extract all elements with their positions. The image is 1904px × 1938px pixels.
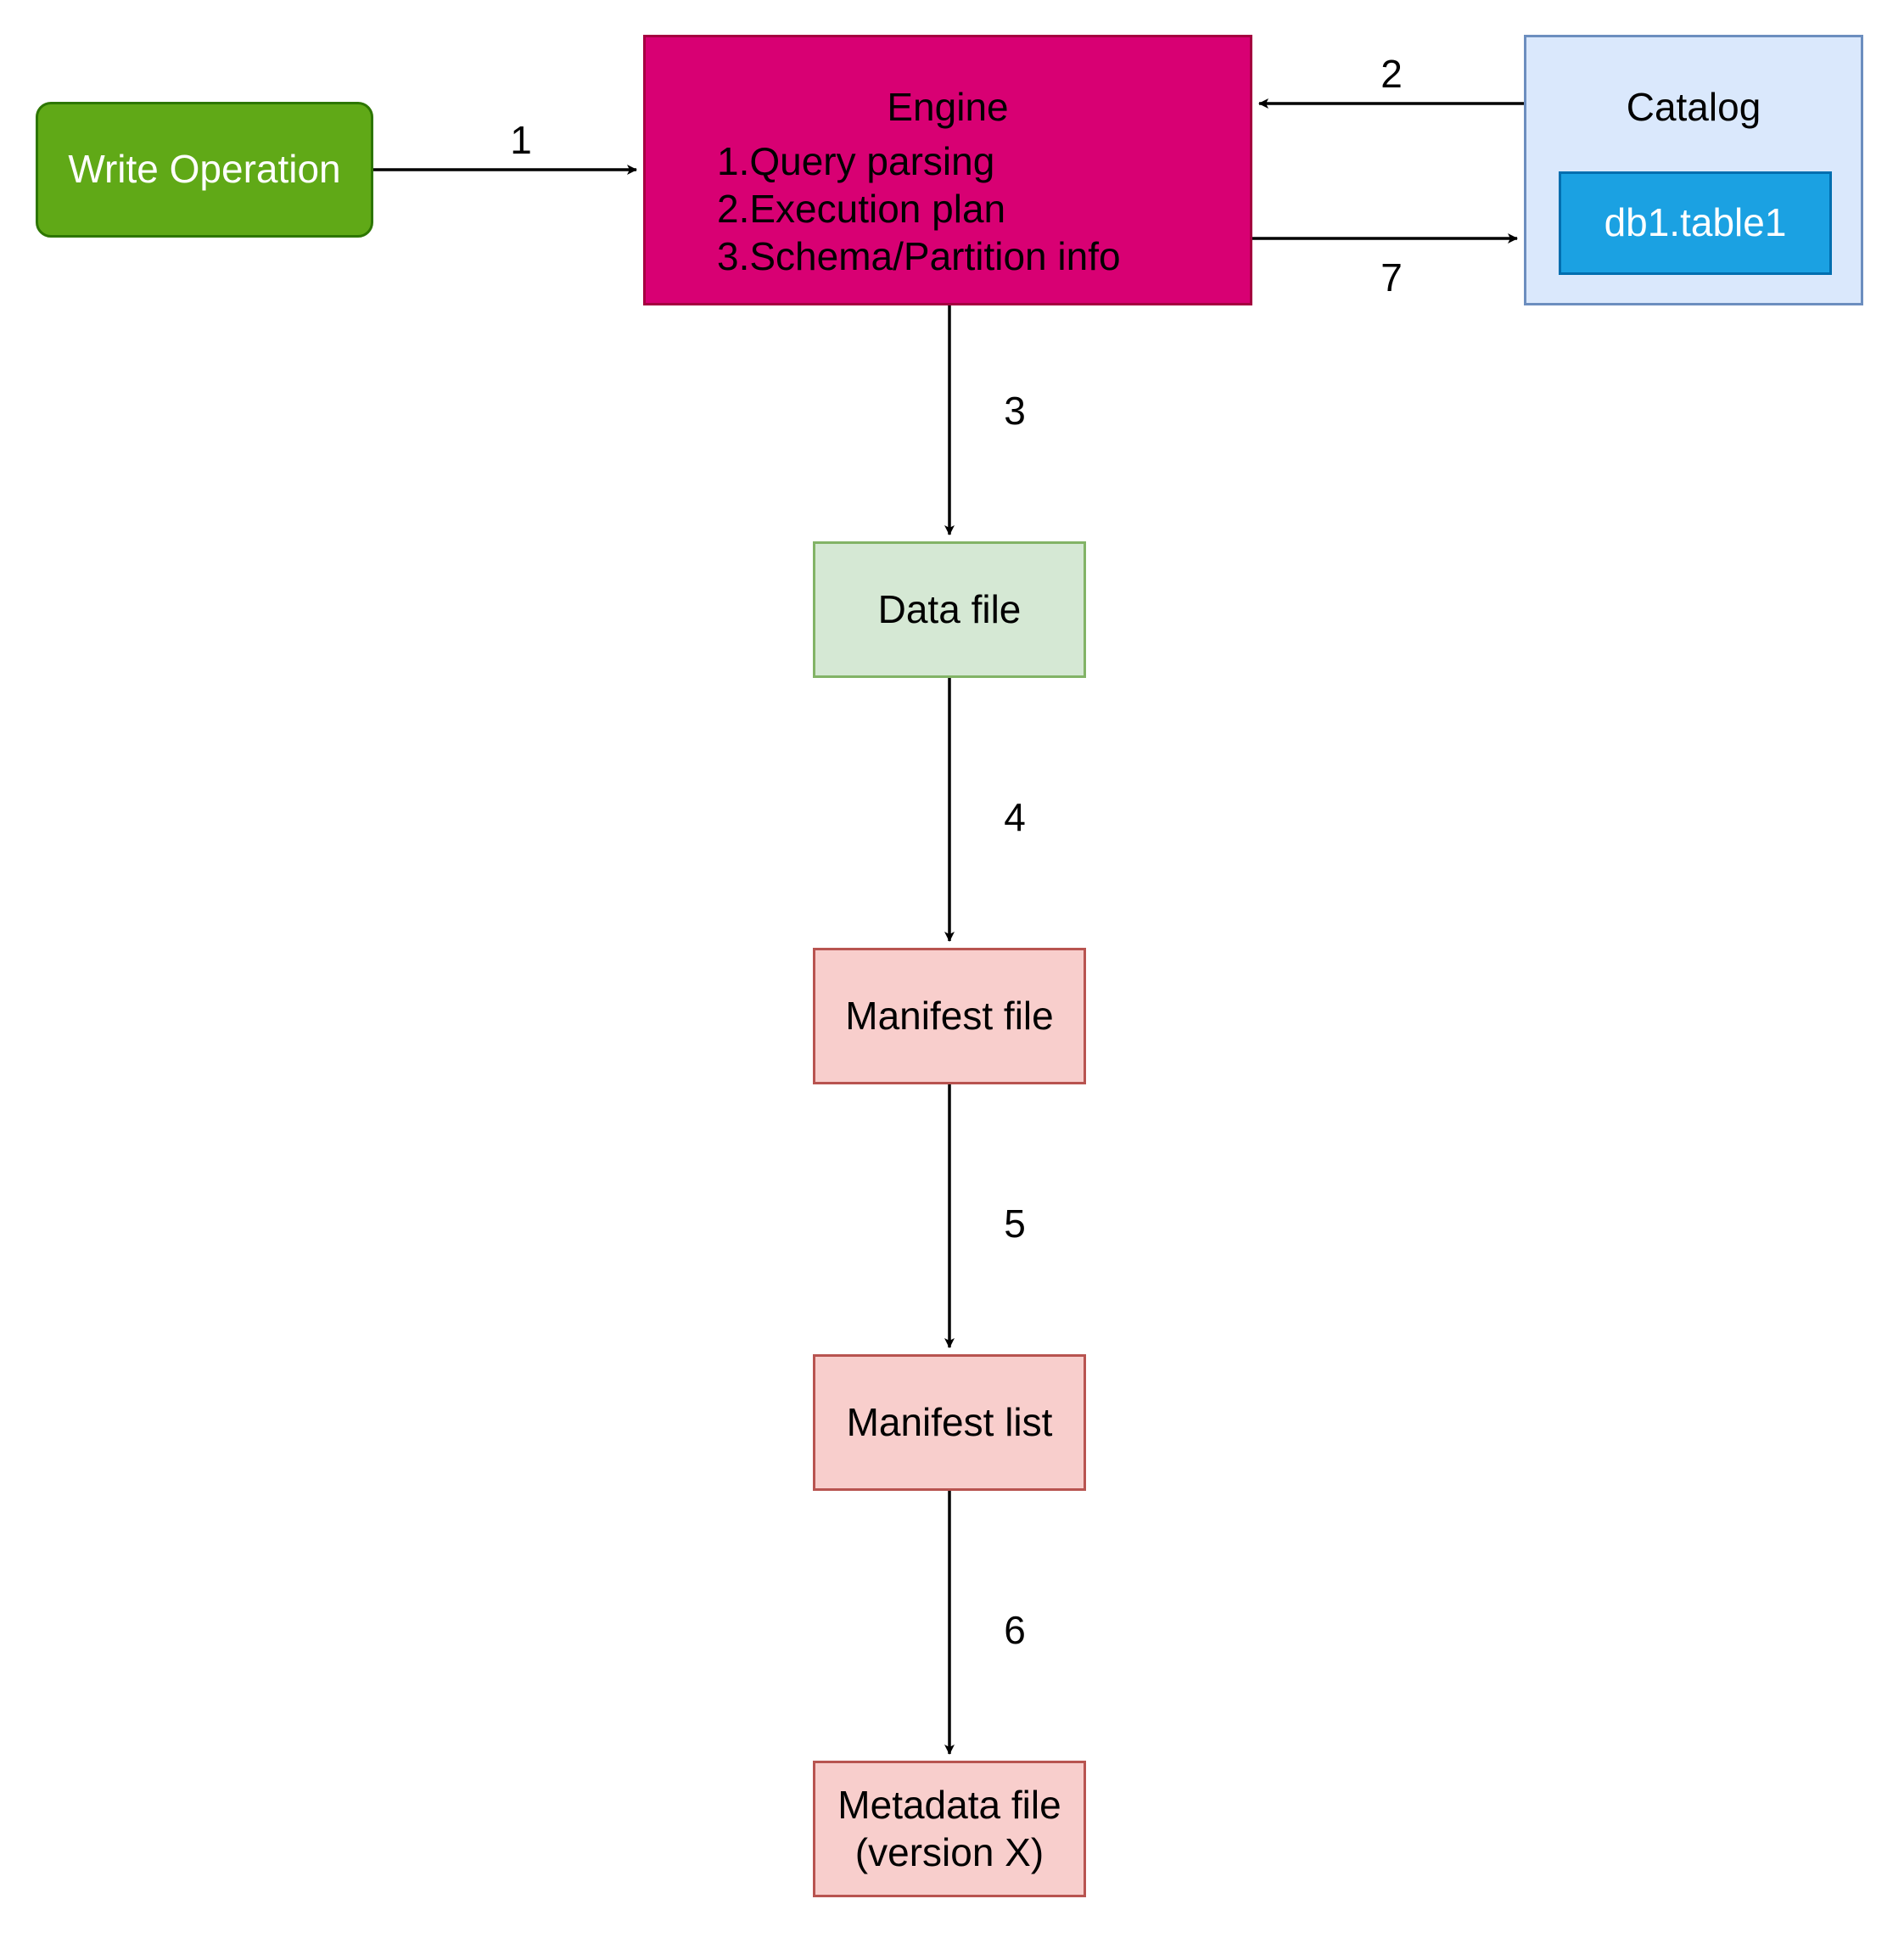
engine-steps: 1.Query parsing 2.Execution plan 3.Schem… <box>717 137 1121 280</box>
edge-label-2: 2 <box>1380 52 1403 96</box>
engine-step-2: 2.Execution plan <box>717 187 1006 231</box>
metadata-file-node[interactable]: Metadata file (version X) <box>813 1761 1086 1897</box>
edge-label-1: 1 <box>510 118 532 162</box>
edge-label-4: 4 <box>1004 795 1026 839</box>
metadata-file-label-line1: Metadata file <box>837 1783 1061 1828</box>
edge-label-5: 5 <box>1004 1201 1026 1246</box>
data-file-label: Data file <box>877 586 1022 631</box>
manifest-file-label: Manifest file <box>845 993 1054 1038</box>
catalog-title: Catalog <box>1626 85 1761 129</box>
manifest-list-node[interactable]: Manifest list <box>813 1354 1086 1491</box>
catalog-table-label: db1.table1 <box>1604 200 1787 245</box>
edge-label-7: 7 <box>1380 255 1403 300</box>
engine-step-3: 3.Schema/Partition info <box>717 234 1121 278</box>
write-operation-label: Write Operation <box>68 147 341 192</box>
data-file-node[interactable]: Data file <box>813 541 1086 678</box>
manifest-file-node[interactable]: Manifest file <box>813 948 1086 1084</box>
write-operation-node[interactable]: Write Operation <box>36 102 373 238</box>
engine-node[interactable]: Engine 1.Query parsing 2.Execution plan … <box>643 35 1252 305</box>
metadata-file-label-line2: (version X) <box>854 1829 1044 1874</box>
engine-step-1: 1.Query parsing <box>717 139 995 183</box>
catalog-node[interactable]: Catalog db1.table1 <box>1524 35 1863 305</box>
edge-label-3: 3 <box>1004 389 1026 433</box>
catalog-table-node[interactable]: db1.table1 <box>1559 171 1832 275</box>
manifest-list-label: Manifest list <box>846 1399 1053 1444</box>
edge-label-6: 6 <box>1004 1608 1026 1652</box>
engine-title: Engine <box>887 85 1009 129</box>
